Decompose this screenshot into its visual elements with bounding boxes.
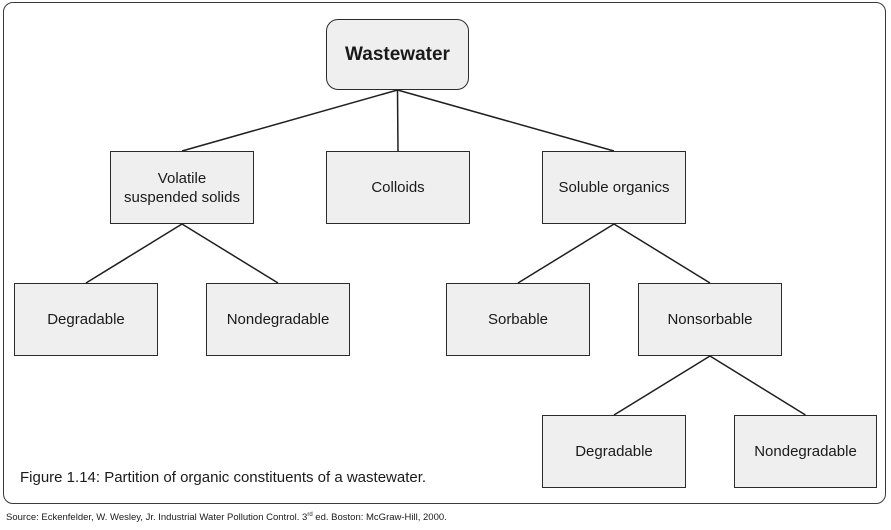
edge-wastewater-to-colloids xyxy=(396,89,399,152)
node-degradable: Degradable xyxy=(14,283,158,356)
edge-soluble_organics-to-nonsorbable xyxy=(613,223,711,284)
node-sorbable: Sorbable xyxy=(446,283,590,356)
edge-wastewater-to-volatile_suspended_solids xyxy=(181,89,398,152)
node-soluble-organics-label: Soluble organics xyxy=(558,179,670,196)
node-nondegradable-label: Nondegradable xyxy=(226,311,330,328)
edge-nonsorbable-to-nonsorbable_degradable xyxy=(613,355,711,416)
node-volatile-suspended-solids: Volatile suspended solids xyxy=(110,151,254,224)
edge-wastewater-to-soluble_organics xyxy=(397,89,615,152)
edge-soluble_organics-to-sorbable xyxy=(517,223,615,284)
node-wastewater-label: Wastewater xyxy=(345,44,450,65)
node-sorbable-label: Sorbable xyxy=(487,311,549,328)
node-nonsorbable-degradable-label: Degradable xyxy=(575,443,653,460)
node-volatile-suspended-solids-label: Volatile suspended solids xyxy=(124,169,240,206)
edge-nonsorbable-to-nonsorbable_nondegradable xyxy=(709,355,806,416)
node-nonsorbable-nondegradable-label: Nondegradable xyxy=(754,443,857,460)
node-wastewater: Wastewater xyxy=(326,19,469,90)
source-citation: Source: Eckenfelder, W. Wesley, Jr. Indu… xyxy=(6,512,447,523)
node-nonsorbable-nondegradable: Nondegradable xyxy=(734,415,877,488)
edge-volatile_suspended_solids-to-vss_nondegradable xyxy=(181,223,279,284)
node-nonsorbable: Nonsorbable xyxy=(638,283,782,356)
node-nonsorbable-degradable: Degradable xyxy=(542,415,686,488)
edge-volatile_suspended_solids-to-vss_degradable xyxy=(85,223,183,284)
node-nondegradable: Nondegradable xyxy=(206,283,350,356)
source-superscript: rd xyxy=(307,512,313,518)
figure-frame xyxy=(3,2,886,504)
source-text: Source: Eckenfelder, W. Wesley, Jr. Indu… xyxy=(6,512,308,524)
node-soluble-organics: Soluble organics xyxy=(542,151,686,224)
node-colloids-label: Colloids xyxy=(371,179,425,196)
figure-caption: Figure 1.14: Partition of organic consti… xyxy=(20,469,427,486)
node-nonsorbable-label: Nonsorbable xyxy=(667,311,753,328)
node-degradable-label: Degradable xyxy=(47,311,125,328)
source-text-end: ed. Boston: McGraw-Hill, 2000. xyxy=(312,512,447,524)
node-colloids: Colloids xyxy=(326,151,470,224)
